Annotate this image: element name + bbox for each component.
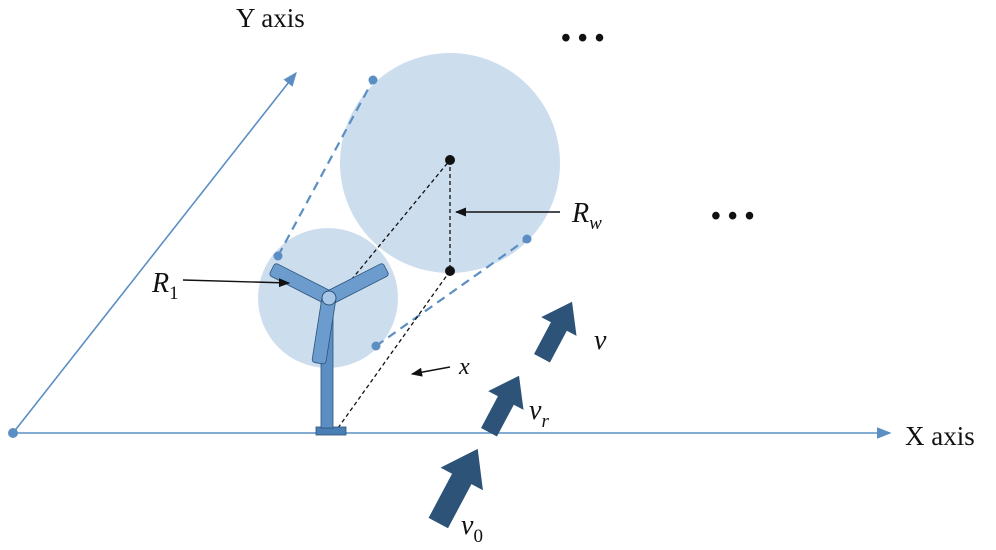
v0-label: v0 (461, 510, 483, 547)
y-axis-label: Y axis (236, 3, 305, 33)
x-axis-label: X axis (905, 421, 975, 451)
wake-boundary-upper (277, 79, 374, 257)
construction-line (337, 159, 451, 297)
v-arrow (534, 301, 577, 363)
v0-arrow (428, 448, 483, 529)
r1-pointer (182, 278, 291, 288)
vr-arrow (481, 375, 524, 437)
rw-label: Rw (571, 198, 602, 234)
wake-center-point (445, 155, 455, 165)
wake-boundary-lower (375, 238, 528, 347)
wake-edge-point (445, 266, 455, 276)
wake-boundary-point (522, 234, 532, 244)
wake-boundary-point (273, 251, 283, 261)
x-pointer (410, 366, 451, 377)
ellipsis-top: • • • (561, 23, 604, 54)
origin-point (8, 428, 18, 438)
wake-boundary-point (368, 75, 378, 85)
v-label: v (594, 325, 607, 356)
y-axis-line (12, 71, 297, 434)
wake-boundary-point (371, 341, 381, 351)
ellipsis-right: • • • (711, 201, 754, 232)
turbine-hub (321, 290, 337, 306)
r1-label: R1 (151, 268, 179, 304)
wind-turbine (269, 263, 389, 436)
vr-label: vr (529, 395, 549, 432)
x-label: x (458, 354, 470, 380)
